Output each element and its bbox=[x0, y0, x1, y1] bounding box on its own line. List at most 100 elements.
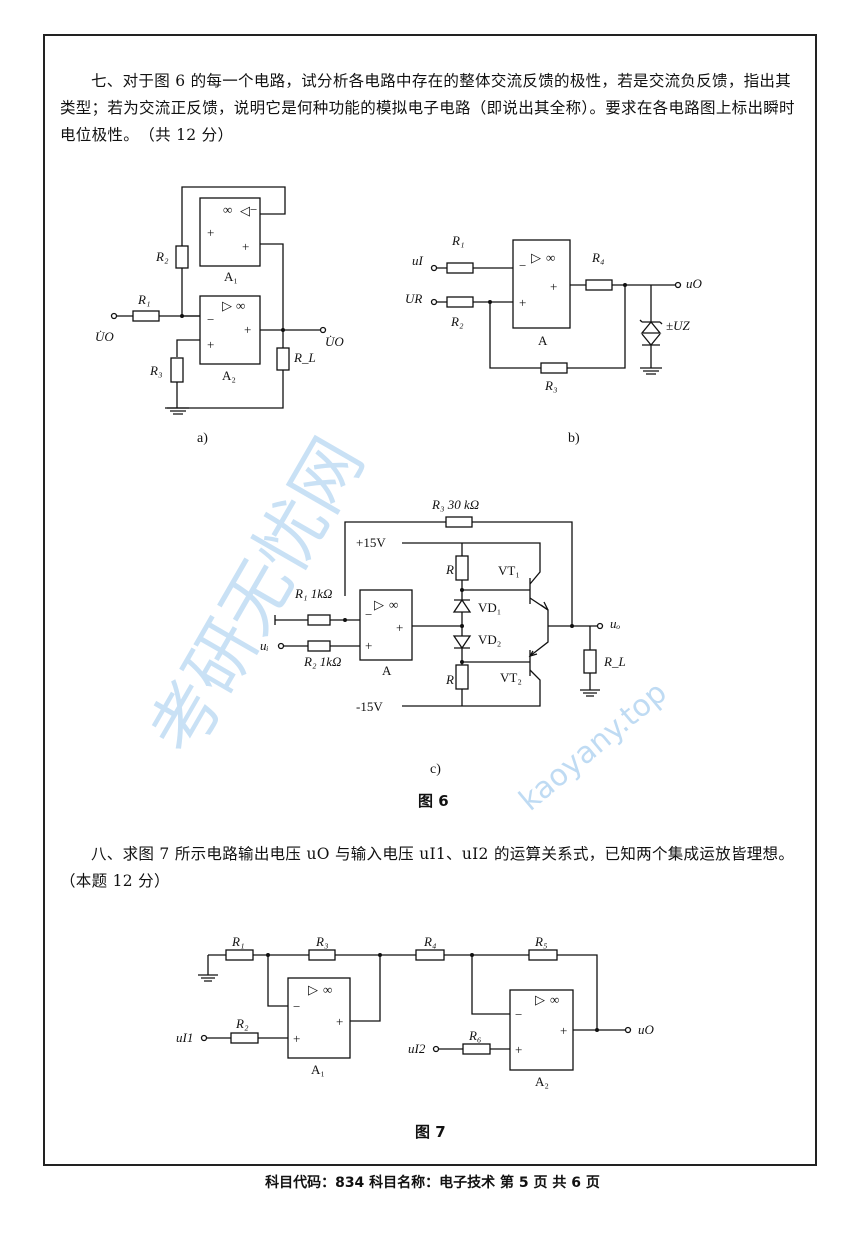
svg-text:R₃: R₃ bbox=[544, 378, 557, 393]
resistor-r1-7 bbox=[225, 949, 254, 961]
input-ui-label-6c: uᵢ bbox=[260, 638, 269, 653]
svg-text:+: + bbox=[336, 1014, 343, 1029]
svg-text:▷: ▷ bbox=[531, 250, 541, 265]
svg-text:R₃ 30 kΩ: R₃ 30 kΩ bbox=[431, 497, 479, 512]
diode-vd1-label: VD₁ bbox=[478, 600, 501, 615]
svg-text:∞: ∞ bbox=[323, 982, 332, 997]
figure-6b-caption: b) bbox=[568, 431, 580, 446]
svg-text:R₂: R₂ bbox=[450, 314, 464, 329]
resistor-r-upper bbox=[455, 555, 469, 581]
opamp-a2 bbox=[199, 295, 261, 365]
input-ui-label: uI bbox=[412, 253, 424, 268]
svg-text:−: − bbox=[519, 258, 526, 273]
resistor-r2-7 bbox=[230, 1032, 259, 1044]
svg-text:+: + bbox=[365, 638, 372, 653]
question-7-text: 七、对于图 6 的每一个电路，试分析各电路中存在的整体交流反馈的极性，若是交流负… bbox=[60, 72, 795, 144]
svg-text:+: + bbox=[207, 337, 214, 352]
svg-text:▷: ▷ bbox=[222, 298, 232, 313]
svg-text:+: + bbox=[550, 279, 557, 294]
input-ui1-label: uI1 bbox=[176, 1030, 193, 1045]
output-label-6a: U̇O bbox=[325, 334, 344, 349]
svg-text:R₃: R₃ bbox=[149, 363, 162, 378]
resistor-r2-6b bbox=[446, 296, 474, 308]
figure-7-caption: 图 7 bbox=[415, 1123, 446, 1141]
svg-text:+: + bbox=[560, 1023, 567, 1038]
svg-text:R₁: R₁ bbox=[137, 292, 150, 307]
resistor-rl-6a bbox=[276, 347, 290, 371]
opamp-a-6b bbox=[512, 239, 571, 329]
svg-text:−: − bbox=[293, 999, 300, 1014]
svg-text:+: + bbox=[519, 295, 526, 310]
resistor-r2-6a bbox=[175, 245, 189, 269]
watermark-chinese: 考研无忧网 bbox=[134, 424, 380, 768]
svg-text:R₁: R₁ bbox=[451, 233, 464, 248]
resistor-r1-6b bbox=[446, 262, 474, 274]
output-uo-label-6c: uₒ bbox=[610, 616, 621, 631]
svg-text:+: + bbox=[515, 1042, 522, 1057]
svg-text:∞: ∞ bbox=[550, 992, 559, 1007]
page-footer: 科目代码：834 科目名称：电子技术 第 5 页 共 6 页 bbox=[265, 1175, 600, 1191]
figure-7: R₁ R₃ ▷ ∞ − + + A₁ uI1 R₂ R₄ R₅ ▷ ∞ bbox=[176, 934, 655, 1089]
question-8-text: 八、求图 7 所示电路输出电压 uO 与输入电压 uI1、uI2 的运算关系式，… bbox=[60, 845, 803, 890]
resistor-r3-6a bbox=[170, 357, 184, 383]
opamp-a1-symbol: ∞ bbox=[223, 202, 232, 217]
svg-text:−: − bbox=[250, 202, 257, 217]
output-uo-label-7: uO bbox=[638, 1022, 655, 1037]
resistor-r1-6c bbox=[307, 614, 331, 626]
input-ur-label: UR bbox=[405, 291, 422, 306]
resistor-r5-7 bbox=[528, 949, 558, 961]
svg-text:R: R bbox=[445, 562, 454, 577]
page-border bbox=[43, 34, 817, 1166]
resistor-r3-7 bbox=[308, 949, 336, 961]
figure-6b: ▷ ∞ − + + A uI R₁ UR R₂ R₃ R₄ uO ±UZ bbox=[405, 233, 703, 446]
resistor-r6-7 bbox=[462, 1043, 491, 1055]
svg-text:R₁: R₁ bbox=[231, 934, 244, 949]
svg-text:∞: ∞ bbox=[546, 250, 555, 265]
svg-text:R₄: R₄ bbox=[591, 250, 605, 265]
svg-text:R_L: R_L bbox=[293, 350, 316, 365]
svg-text:−: − bbox=[515, 1007, 522, 1022]
svg-text:◁: ◁ bbox=[240, 203, 250, 218]
svg-text:∞: ∞ bbox=[389, 597, 398, 612]
resistor-r2-6c bbox=[307, 640, 331, 652]
svg-text:R_L: R_L bbox=[603, 654, 626, 669]
svg-text:R₄: R₄ bbox=[423, 934, 437, 949]
svg-text:+: + bbox=[396, 620, 403, 635]
resistor-r3-6c bbox=[445, 516, 473, 528]
supply-positive: +15V bbox=[356, 535, 386, 550]
opamp-a1-7 bbox=[287, 977, 351, 1059]
svg-text:+: + bbox=[242, 239, 249, 254]
transistor-vt1-label: VT₁ bbox=[498, 563, 520, 578]
resistor-r-lower bbox=[455, 664, 469, 690]
svg-text:+: + bbox=[207, 225, 214, 240]
svg-text:▷: ▷ bbox=[308, 982, 318, 997]
svg-text:R₂ 1kΩ: R₂ 1kΩ bbox=[303, 654, 341, 669]
output-uo-label-6b: uO bbox=[686, 276, 703, 291]
supply-negative: -15V bbox=[356, 699, 383, 714]
figure-6a: ∞ ◁ − + + A₁ ▷ ∞ − + + A₂ R₂ R₁ R₃ R_L bbox=[95, 186, 344, 446]
resistor-r4-7 bbox=[415, 949, 445, 961]
resistor-r4-6b bbox=[585, 279, 613, 291]
svg-text:+: + bbox=[244, 322, 251, 337]
figure-6c: R₃ 30 kΩ ▷ ∞ − + + A R₁ 1kΩ uᵢ R₂ 1kΩ +1… bbox=[260, 497, 626, 777]
opamp-a2-symbol: ∞ bbox=[236, 298, 245, 313]
svg-text:R₂: R₂ bbox=[235, 1016, 249, 1031]
svg-text:R₁ 1kΩ: R₁ 1kΩ bbox=[294, 586, 332, 601]
input-ui2-label: uI2 bbox=[408, 1041, 426, 1056]
svg-text:A₂: A₂ bbox=[535, 1074, 549, 1089]
resistor-r3-6b bbox=[540, 362, 568, 374]
opamp-a-6c bbox=[359, 589, 413, 661]
opamp-a1 bbox=[199, 197, 261, 267]
svg-text:▷: ▷ bbox=[374, 597, 384, 612]
svg-text:R₅: R₅ bbox=[534, 934, 547, 949]
svg-text:R₃: R₃ bbox=[315, 934, 328, 949]
figure-6a-caption: a) bbox=[197, 431, 208, 446]
input-label-6a: U̇O bbox=[95, 329, 114, 344]
diode-vd2-label: VD₂ bbox=[478, 632, 501, 647]
transistor-vt2-label: VT₂ bbox=[500, 670, 522, 685]
svg-text:A₁: A₁ bbox=[311, 1062, 325, 1077]
opamp-a2-7 bbox=[509, 989, 574, 1071]
svg-text:−: − bbox=[365, 607, 372, 622]
resistor-rl-6c bbox=[583, 649, 597, 674]
